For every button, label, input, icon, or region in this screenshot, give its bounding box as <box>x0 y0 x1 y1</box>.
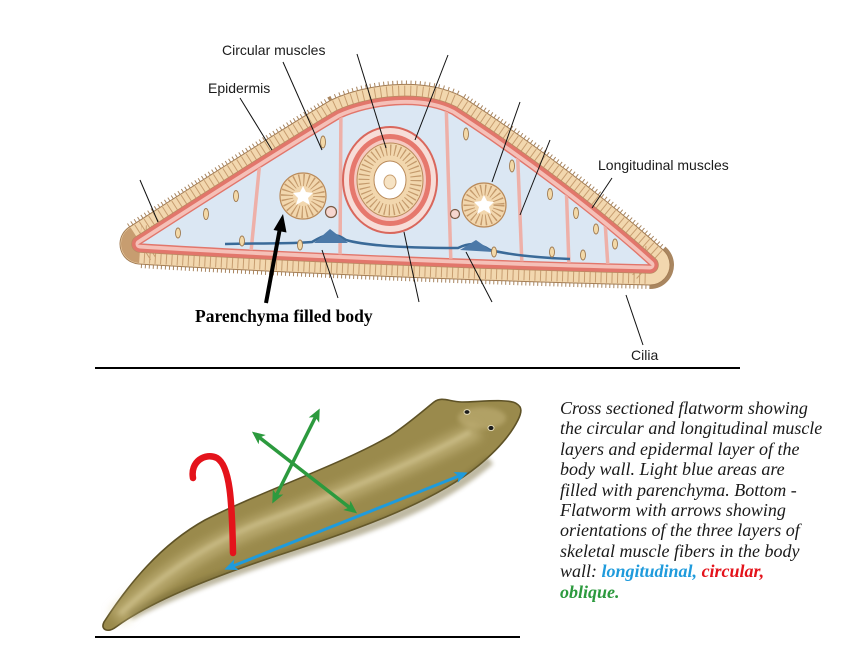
flatworm-illustration <box>102 398 522 631</box>
caption-line: the circular and longitudinal muscle <box>560 418 823 439</box>
leader-line-circular-muscles <box>282 61 323 151</box>
caption-line: orientations of the three layers of <box>560 520 800 541</box>
label-circular-muscles: Circular muscles <box>222 42 325 58</box>
flame-cell <box>549 246 555 258</box>
caption-keyword-oblique: oblique. <box>560 581 620 602</box>
gut-section-left <box>279 172 327 220</box>
dorsoventral-muscle <box>444 104 453 265</box>
caption-line: layers and epidermal layer of the <box>560 438 800 459</box>
caption-keyword-longitudinal: longitudinal, <box>601 561 698 582</box>
flame-cell <box>233 190 239 202</box>
pointer-arrow-head <box>273 214 287 233</box>
label-cilia: Cilia <box>631 347 658 363</box>
caption-line: oblique. <box>560 582 822 602</box>
pointer-arrow-shaft <box>264 227 282 304</box>
leader-line <box>139 179 159 223</box>
caption-line: Flatworm with arrows showing <box>560 500 786 521</box>
flame-cell <box>239 235 245 247</box>
flame-cell <box>297 239 303 251</box>
flame-cell <box>612 238 618 250</box>
dorsoventral-muscle <box>515 139 524 265</box>
gut-lumen <box>293 186 313 205</box>
flame-cell <box>320 135 326 149</box>
nerve-cord-left <box>314 229 348 243</box>
longitudinal-muscle-arrow <box>224 471 468 571</box>
flame-cells <box>175 127 618 261</box>
caption-line: filled with parenchyma. Bottom - <box>560 479 797 500</box>
label-parenchyma: Parenchyma filled body <box>195 306 373 326</box>
caption-line: skeletal muscle fibers in the body <box>560 540 800 561</box>
label-epidermis: Epidermis <box>208 80 270 96</box>
leader-line <box>491 101 521 183</box>
cross-section-diagram: Circular muscles Epidermis Longitudinal … <box>140 42 729 363</box>
flame-cell <box>175 227 181 239</box>
leader-line <box>414 54 449 141</box>
caption-line: body wall. Light blue areas are <box>560 459 785 480</box>
flame-cell <box>593 223 599 235</box>
parenchyma-pointer-arrow <box>264 214 287 304</box>
leader-line-longitudinal-muscles <box>591 177 613 209</box>
label-longitudinal-muscles: Longitudinal muscles <box>598 157 729 173</box>
nerve-cord-right <box>460 240 493 252</box>
eye-icon <box>487 424 495 432</box>
gut-lumen <box>474 195 494 214</box>
pharynx-section <box>342 126 438 234</box>
leader-line-cilia <box>625 294 644 346</box>
caption-line: Cross sectioned flatworm showing <box>560 398 808 418</box>
leader-line-epidermis <box>239 97 273 151</box>
flame-cell <box>547 188 553 200</box>
gut-cells <box>463 184 505 226</box>
small-vesicle <box>324 205 338 219</box>
small-vesicle <box>449 208 461 220</box>
flame-cell <box>509 159 515 173</box>
flame-cell <box>463 127 469 141</box>
flame-cell <box>203 208 209 220</box>
gut-cells <box>281 174 325 218</box>
gut-section-right <box>461 182 507 228</box>
dorsoventral-muscle <box>338 104 343 263</box>
figure-caption: Cross sectioned flatworm showing the cir… <box>560 398 822 602</box>
leader-line <box>519 139 551 216</box>
caption-keyword-circular: circular, <box>701 561 765 582</box>
leader-line <box>356 53 387 149</box>
caption-line: wall: longitudinal, circular, <box>560 561 822 581</box>
flame-cell <box>491 246 497 258</box>
pharynx-cells <box>358 144 422 216</box>
leader-lines <box>139 53 644 346</box>
pharynx-core <box>383 174 397 190</box>
leader-line <box>465 251 493 303</box>
flame-cell <box>573 207 579 219</box>
leader-line <box>403 231 420 303</box>
caption-wall-prefix: wall: <box>560 561 598 582</box>
leader-line <box>321 249 339 299</box>
flame-cell <box>580 249 586 261</box>
eye-icon <box>463 409 471 415</box>
